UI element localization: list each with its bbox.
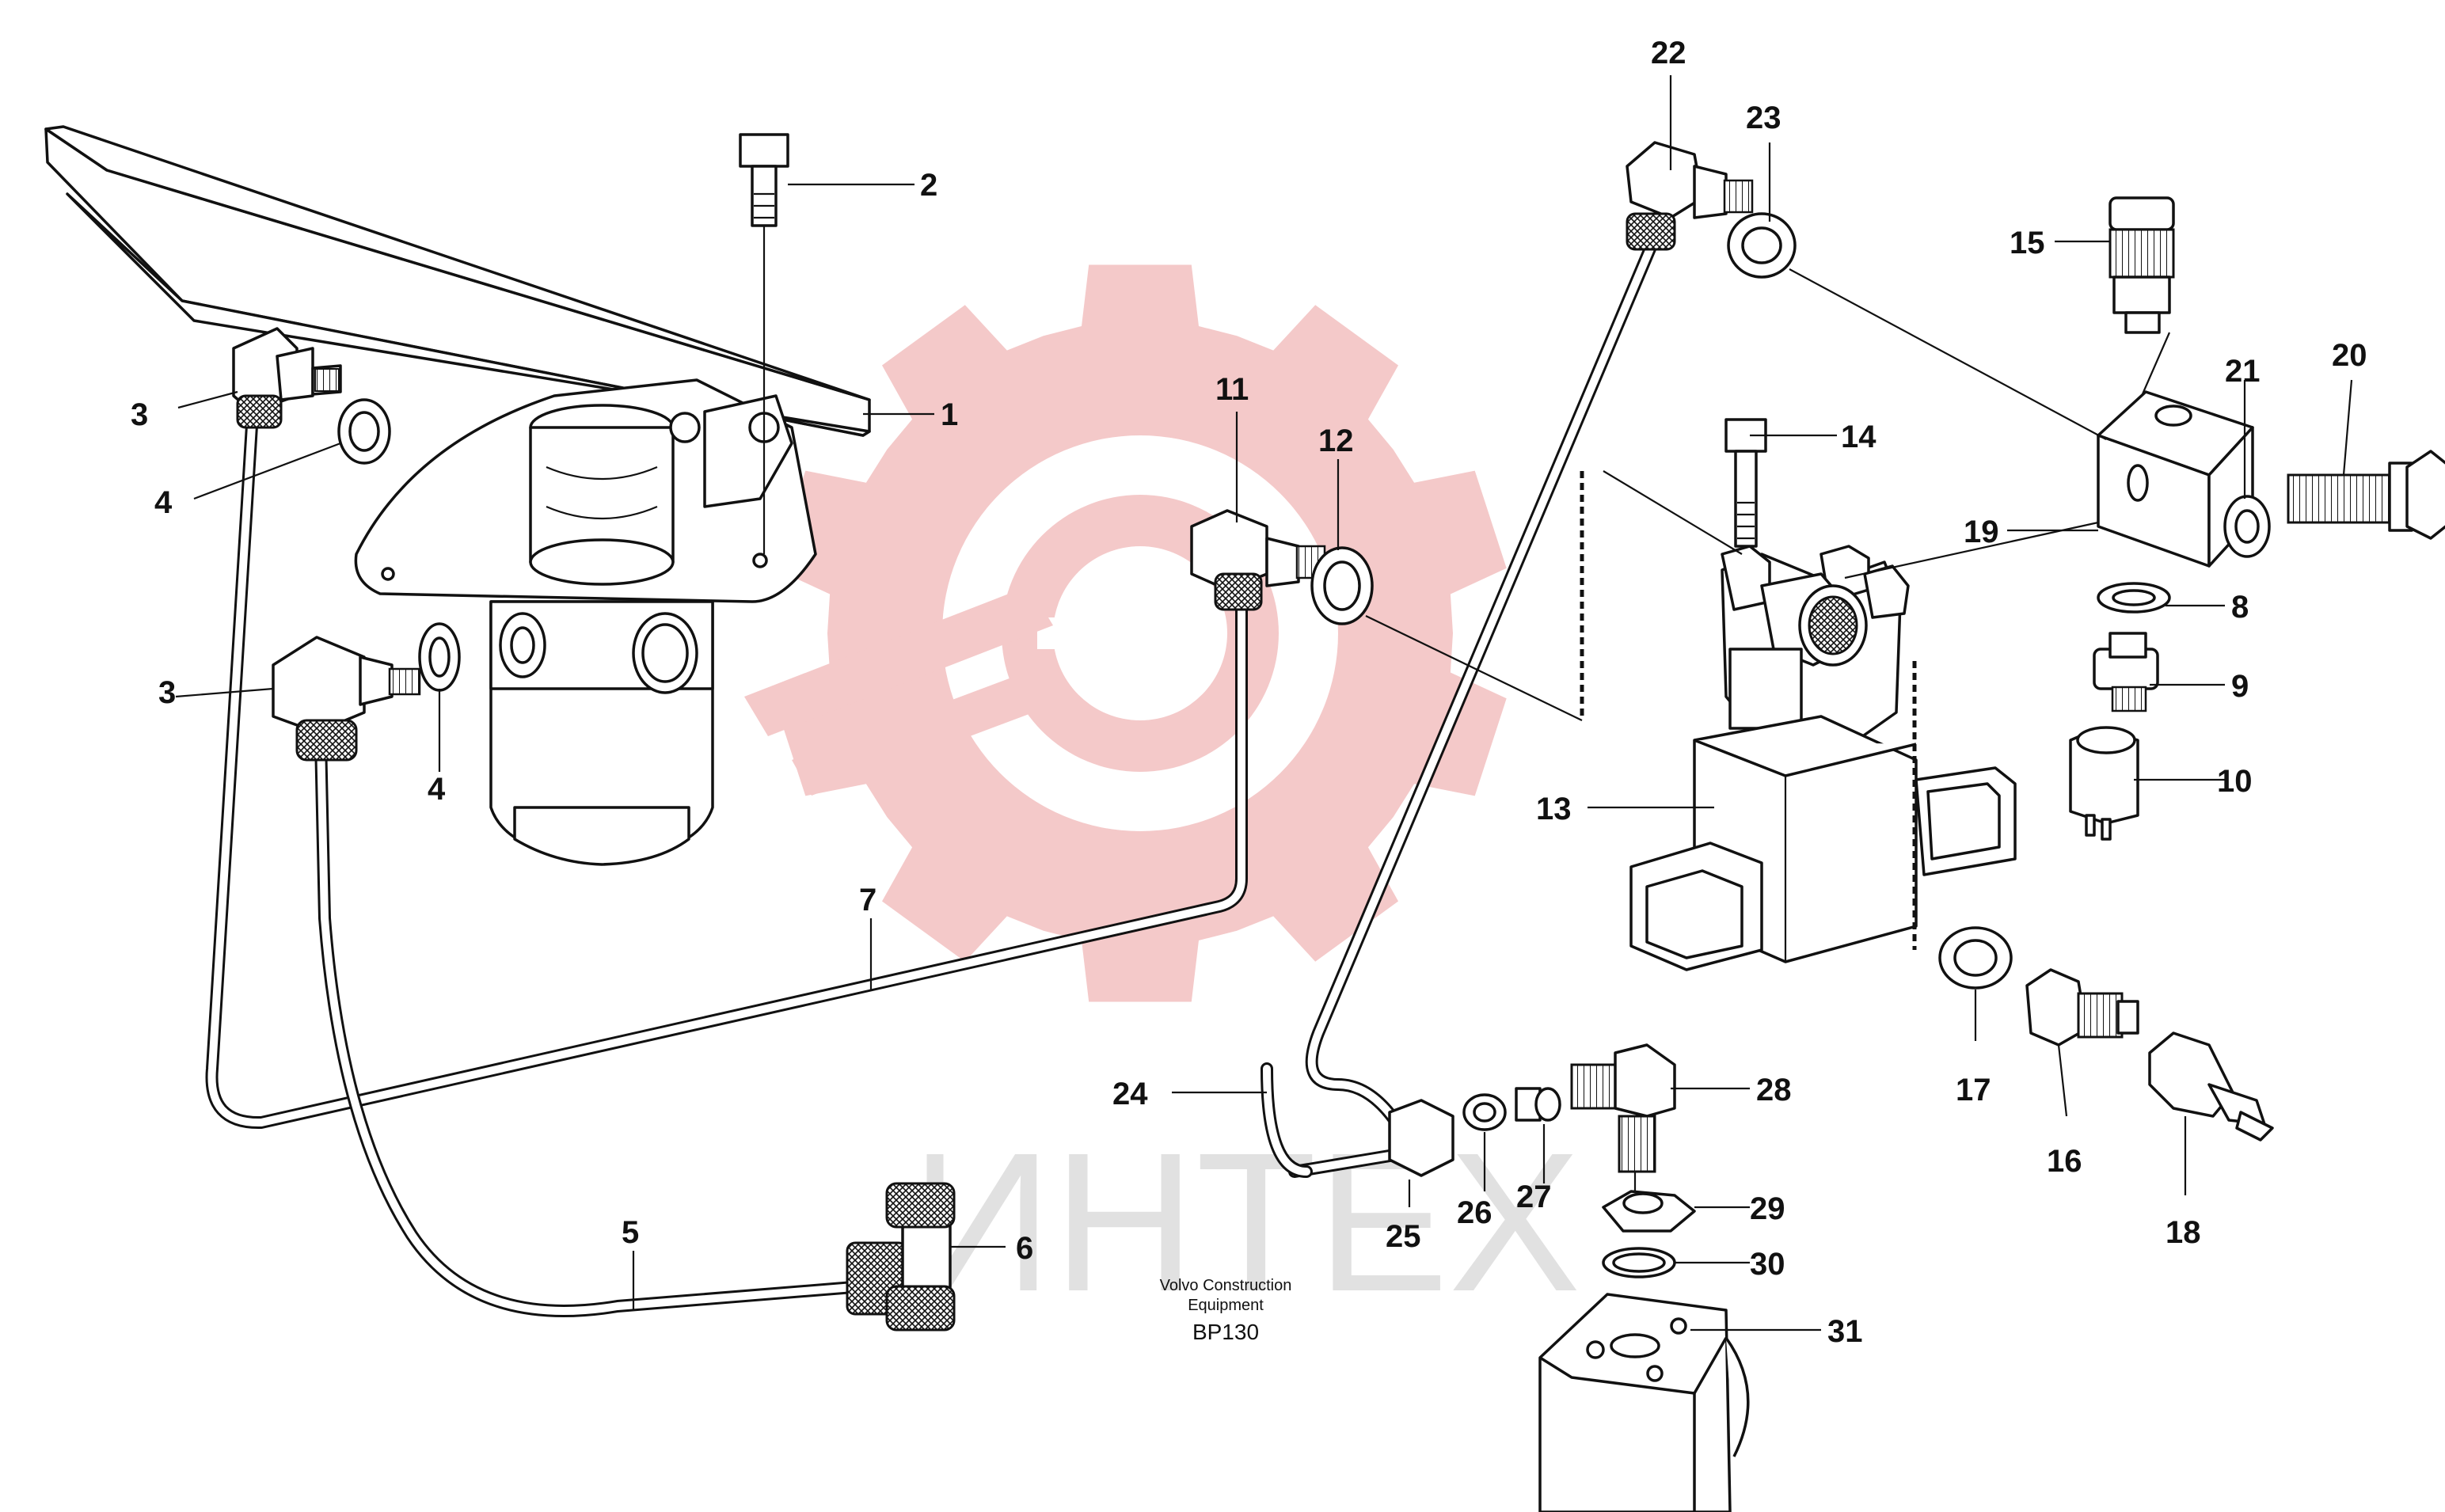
callout-10: 10 [2217,764,2253,799]
fitting-9 [2093,632,2159,712]
banjo-bolt-20 [2287,450,2445,540]
caption-block: Volvo Construction Equipment BP130 [1160,1277,1292,1344]
callout-30: 30 [1750,1247,1785,1282]
washer-8 [2097,582,2171,614]
callout-4-upper: 4 [154,485,173,520]
bolt-2 [739,133,789,554]
callout-6: 6 [1016,1231,1033,1266]
bolt-14 [1724,418,1767,548]
callout-24: 24 [1112,1077,1148,1111]
callout-22: 22 [1651,36,1686,70]
callout-16: 16 [2047,1144,2082,1179]
washer-12 [1310,546,1374,625]
callout-9: 9 [2231,669,2249,704]
callout-23: 23 [1746,101,1781,135]
callout-13: 13 [1536,792,1572,826]
callout-28: 28 [1756,1073,1792,1107]
callout-11: 11 [1215,372,1249,407]
callout-12: 12 [1318,424,1354,458]
callout-14: 14 [1841,420,1877,454]
elbow-fitting-3-upper [232,327,342,429]
callout-26: 26 [1457,1195,1492,1230]
callout-3-lower: 3 [158,675,176,710]
watermark-text: ИНТЕХ [911,1111,1580,1332]
callout-3-upper: 3 [131,397,148,432]
pressure-switch-10 [2069,726,2139,841]
solenoid-valve-13 [1629,545,2017,971]
tee-fitting-6 [846,1182,956,1332]
callout-19: 19 [1964,515,1999,549]
washer-21 [2223,495,2271,558]
sensor-15 [2108,196,2175,334]
callout-7: 7 [859,883,876,917]
callout-17: 17 [1956,1073,1991,1107]
elbow-fitting-22 [1626,141,1754,251]
tube-5 [314,734,869,1317]
dashed-guide-lines [1580,471,1917,950]
watermark-logo [744,264,1507,1002]
nut-29 [1602,1190,1696,1233]
sensor-18 [2148,1031,2274,1142]
callout-8: 8 [2231,590,2249,625]
leader-lines [175,75,2353,1332]
callout-31: 31 [1827,1314,1863,1349]
elbow-fitting-3-lower [272,636,421,762]
callout-5: 5 [622,1215,639,1250]
callout-2: 2 [920,168,937,203]
callout-21: 21 [2225,354,2261,389]
washer-4-lower [418,622,461,692]
fitting-16 [2025,968,2139,1047]
pedal-valve-assembly [44,125,871,866]
callout-18: 18 [2166,1215,2201,1250]
caption-manufacturer-line2: Equipment [1188,1297,1264,1314]
insert-27 [1515,1087,1561,1122]
callout-1: 1 [941,397,958,432]
washer-4-upper [337,398,391,465]
elbow-28 [1570,1043,1676,1173]
callout-27: 27 [1516,1180,1552,1214]
valve-body-31 [1538,1293,1750,1512]
sleeve-26 [1462,1093,1507,1131]
nut-25 [1388,1099,1454,1177]
callout-15: 15 [2010,226,2045,260]
callout-20: 20 [2332,338,2367,373]
callout-25: 25 [1386,1219,1421,1254]
caption-diagram-code: BP130 [1192,1320,1259,1344]
washer-23 [1727,212,1797,279]
callout-29: 29 [1750,1191,1785,1226]
callout-4-lower: 4 [428,772,446,807]
o-ring-30 [1602,1247,1676,1278]
callout-labels: 1 2 3 3 4 4 5 6 7 8 9 10 11 12 13 14 15 … [131,36,2367,1349]
caption-manufacturer-line1: Volvo Construction [1160,1277,1292,1294]
washer-17 [1938,926,2013,990]
tube-7 [205,393,1248,1130]
